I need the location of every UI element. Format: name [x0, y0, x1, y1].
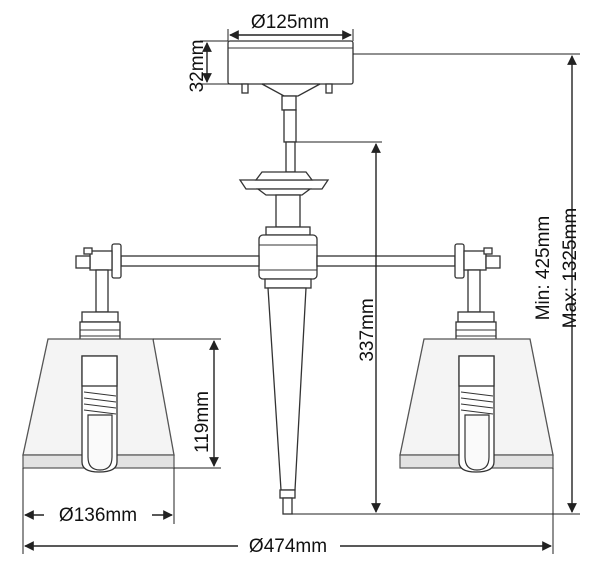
shade-diameter-dimension: Ø136mm — [22, 468, 175, 526]
dimension-annotations: Ø125mm 32mm 337mm Min: 425mm Max: 1325mm — [22, 12, 581, 557]
overall-diameter-label: Ø474mm — [249, 536, 327, 557]
shade-height-label: 119mm — [192, 391, 213, 453]
shade-height-dimension: 119mm — [153, 338, 221, 469]
max-height-label: Max: 1325mm — [560, 208, 581, 328]
left-lamp — [22, 243, 175, 473]
upper-disc — [238, 179, 330, 190]
left-bulb — [87, 414, 113, 471]
canopy-diameter-label: Ø125mm — [251, 12, 329, 33]
central-hub — [258, 234, 318, 280]
shade-diameter-label: Ø136mm — [59, 505, 137, 526]
min-height-label: Min: 425mm — [533, 216, 554, 321]
suspension-rod — [281, 95, 297, 111]
canopy-height-label: 32mm — [187, 40, 208, 93]
overall-diameter-dimension: Ø474mm — [22, 468, 554, 557]
right-arm — [316, 255, 456, 267]
fixture — [22, 40, 554, 515]
canopy-height-dimension: 32mm — [187, 40, 242, 93]
ceiling-canopy — [227, 40, 354, 85]
right-lamp — [399, 243, 554, 473]
right-bulb — [464, 414, 490, 471]
body-height-label: 337mm — [357, 298, 378, 361]
overall-height-dimension: Min: 425mm Max: 1325mm — [353, 53, 581, 515]
central-finial — [267, 287, 307, 491]
canopy-diameter-dimension: Ø125mm — [227, 12, 354, 41]
body-height-dimension: 337mm — [292, 141, 382, 515]
left-arm — [120, 255, 260, 267]
